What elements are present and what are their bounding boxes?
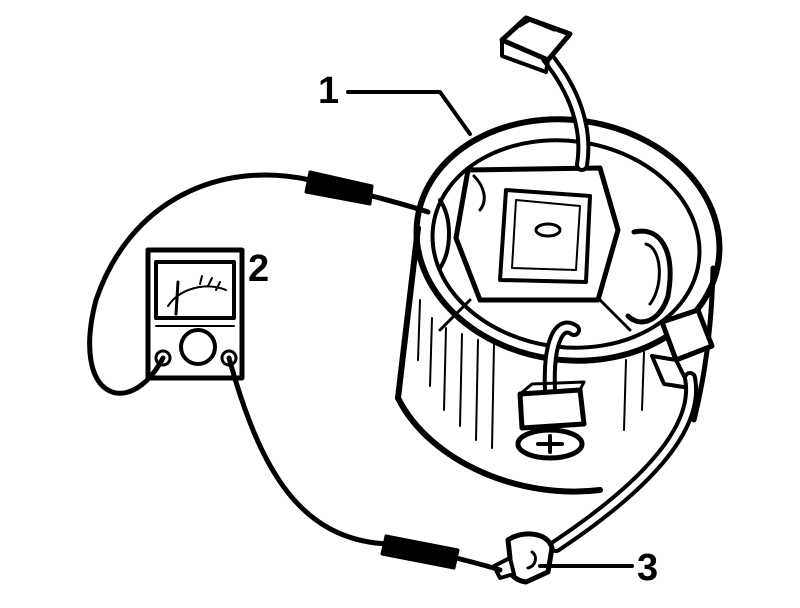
coil-assembly (438, 165, 673, 332)
callout-2: 2 (248, 248, 270, 290)
upper-lead-wire (541, 51, 591, 172)
upper-connector (499, 15, 573, 74)
ground-terminal (492, 531, 555, 585)
callout-1: 1 (318, 70, 340, 112)
lower-lead-sleeve (380, 534, 460, 570)
lower-test-lead (226, 355, 503, 573)
upper-lead-sleeve (304, 170, 374, 206)
ground-lead-wire (549, 371, 699, 553)
positive-connector (515, 380, 587, 461)
ohmmeter (145, 247, 245, 381)
front-lead-wire (542, 320, 581, 397)
upper-test-lead (87, 172, 431, 396)
leader-lines (346, 90, 634, 568)
callout-3: 3 (637, 547, 659, 589)
